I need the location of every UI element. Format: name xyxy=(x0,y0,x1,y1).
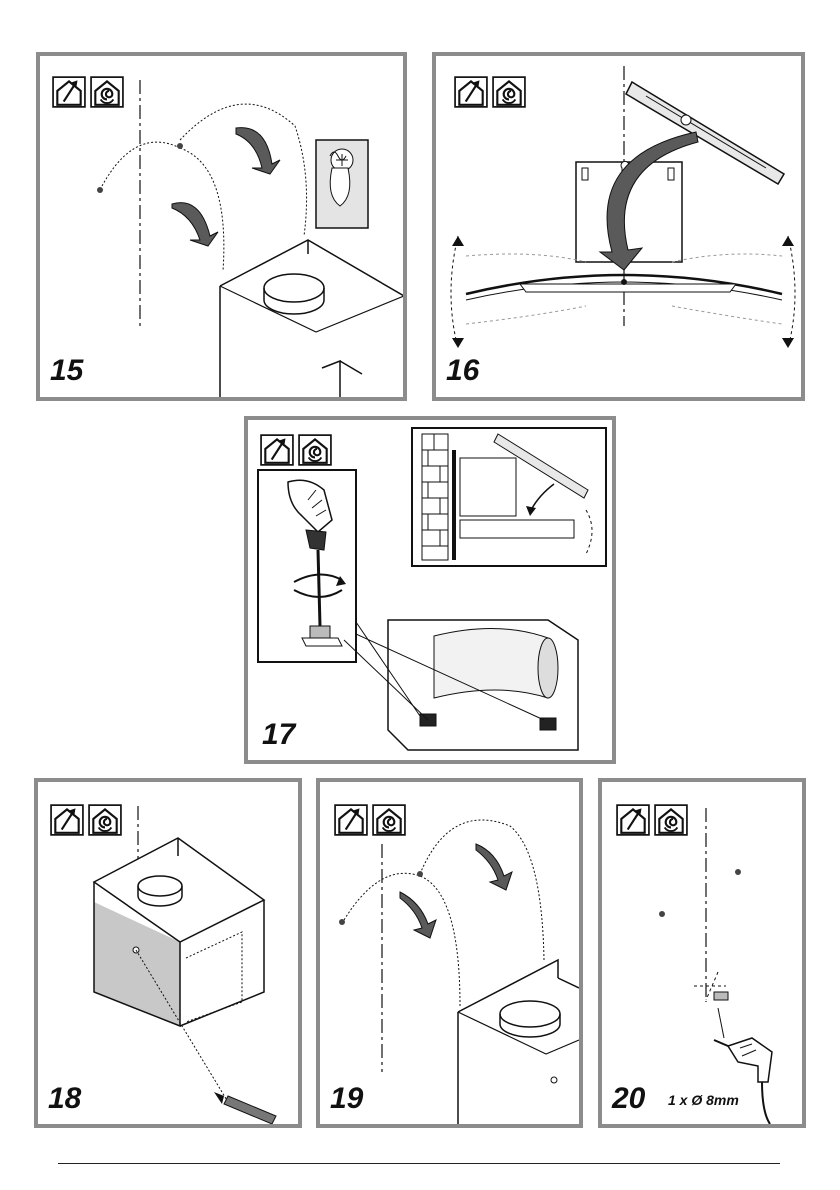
step-number: 19 xyxy=(330,1084,363,1114)
step-20-panel: 20 1 x Ø 8mm xyxy=(598,778,806,1128)
step-16-panel: 16 xyxy=(432,52,805,401)
step-19-illustration xyxy=(320,782,579,1124)
step-19-panel: 19 xyxy=(316,778,583,1128)
step-17-panel: 17 xyxy=(244,416,616,764)
step-15-panel: 15 xyxy=(36,52,407,401)
step-number: 18 xyxy=(48,1084,81,1114)
drill-bit-spec: 1 x Ø 8mm xyxy=(668,1092,739,1108)
step-17-illustration xyxy=(248,420,612,760)
footer-rule xyxy=(58,1163,780,1164)
step-20-illustration xyxy=(602,782,802,1124)
step-15-illustration xyxy=(40,56,403,397)
step-18-panel: 18 xyxy=(34,778,302,1128)
step-number: 15 xyxy=(50,356,83,386)
step-16-illustration xyxy=(436,56,801,397)
step-number: 16 xyxy=(446,356,479,386)
step-18-illustration xyxy=(38,782,298,1124)
step-number: 17 xyxy=(262,720,295,750)
step-number: 20 xyxy=(612,1084,645,1114)
